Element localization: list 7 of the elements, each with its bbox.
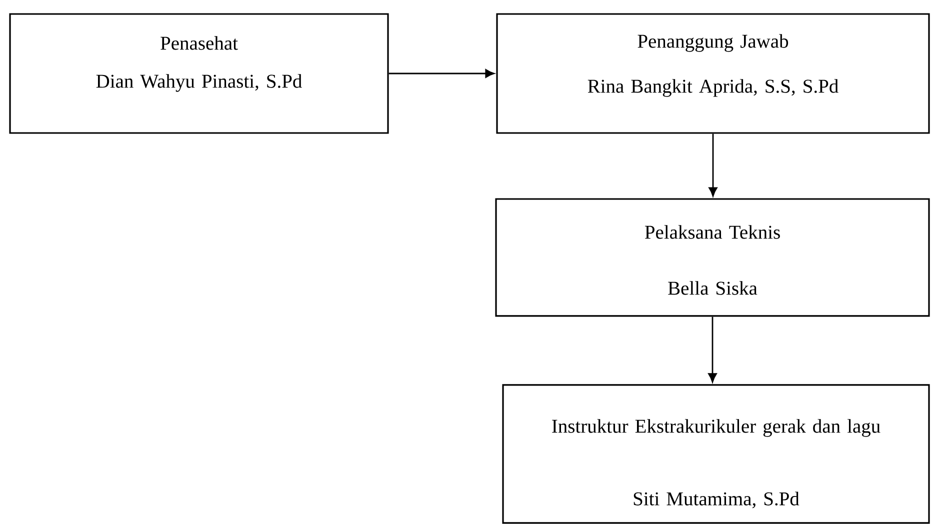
arrow <box>708 316 717 382</box>
arrow <box>388 69 494 78</box>
org-box: Penasehat Dian Wahyu Pinasti, S.Pd <box>9 13 389 134</box>
arrow <box>708 134 718 196</box>
org-box: Penanggung Jawab Rina Bangkit Aprida, S.S, S.Pd <box>496 13 930 134</box>
org-box: Pelaksana Teknis Bella Siska <box>495 198 930 317</box>
org-box: Instruktur Ekstrakurikuler gerak dan lagu Siti Mutamima, S.Pd <box>502 384 930 524</box>
